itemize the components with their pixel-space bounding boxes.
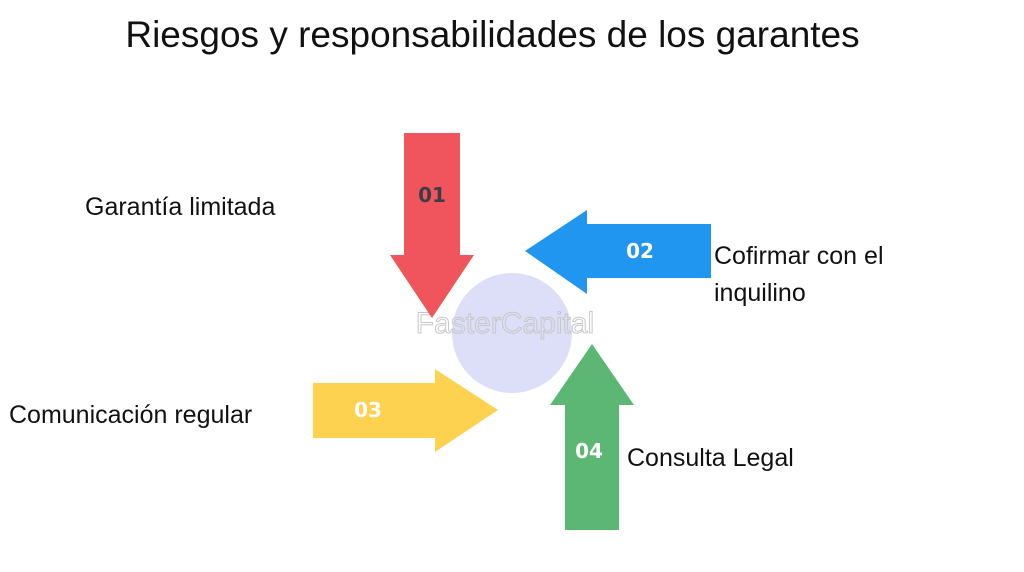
arrow-03 <box>313 369 498 452</box>
center-circle <box>452 273 572 393</box>
label-02-line2: inquilino <box>714 279 806 307</box>
page-title: Riesgos y responsabilidades de los garan… <box>125 14 860 55</box>
number-03: 03 <box>354 398 382 422</box>
label-01: Garantía limitada <box>85 193 276 221</box>
arrow-02 <box>525 210 711 294</box>
label-03: Comunicación regular <box>9 401 253 429</box>
arrow-04 <box>550 344 634 530</box>
label-02-line1: Cofirmar con el <box>714 242 884 270</box>
number-04: 04 <box>575 439 603 463</box>
arrow-01 <box>390 133 474 318</box>
number-01: 01 <box>418 183 446 207</box>
watermark: FasterCapital <box>416 307 594 340</box>
number-02: 02 <box>626 239 654 263</box>
label-04: Consulta Legal <box>627 444 794 472</box>
